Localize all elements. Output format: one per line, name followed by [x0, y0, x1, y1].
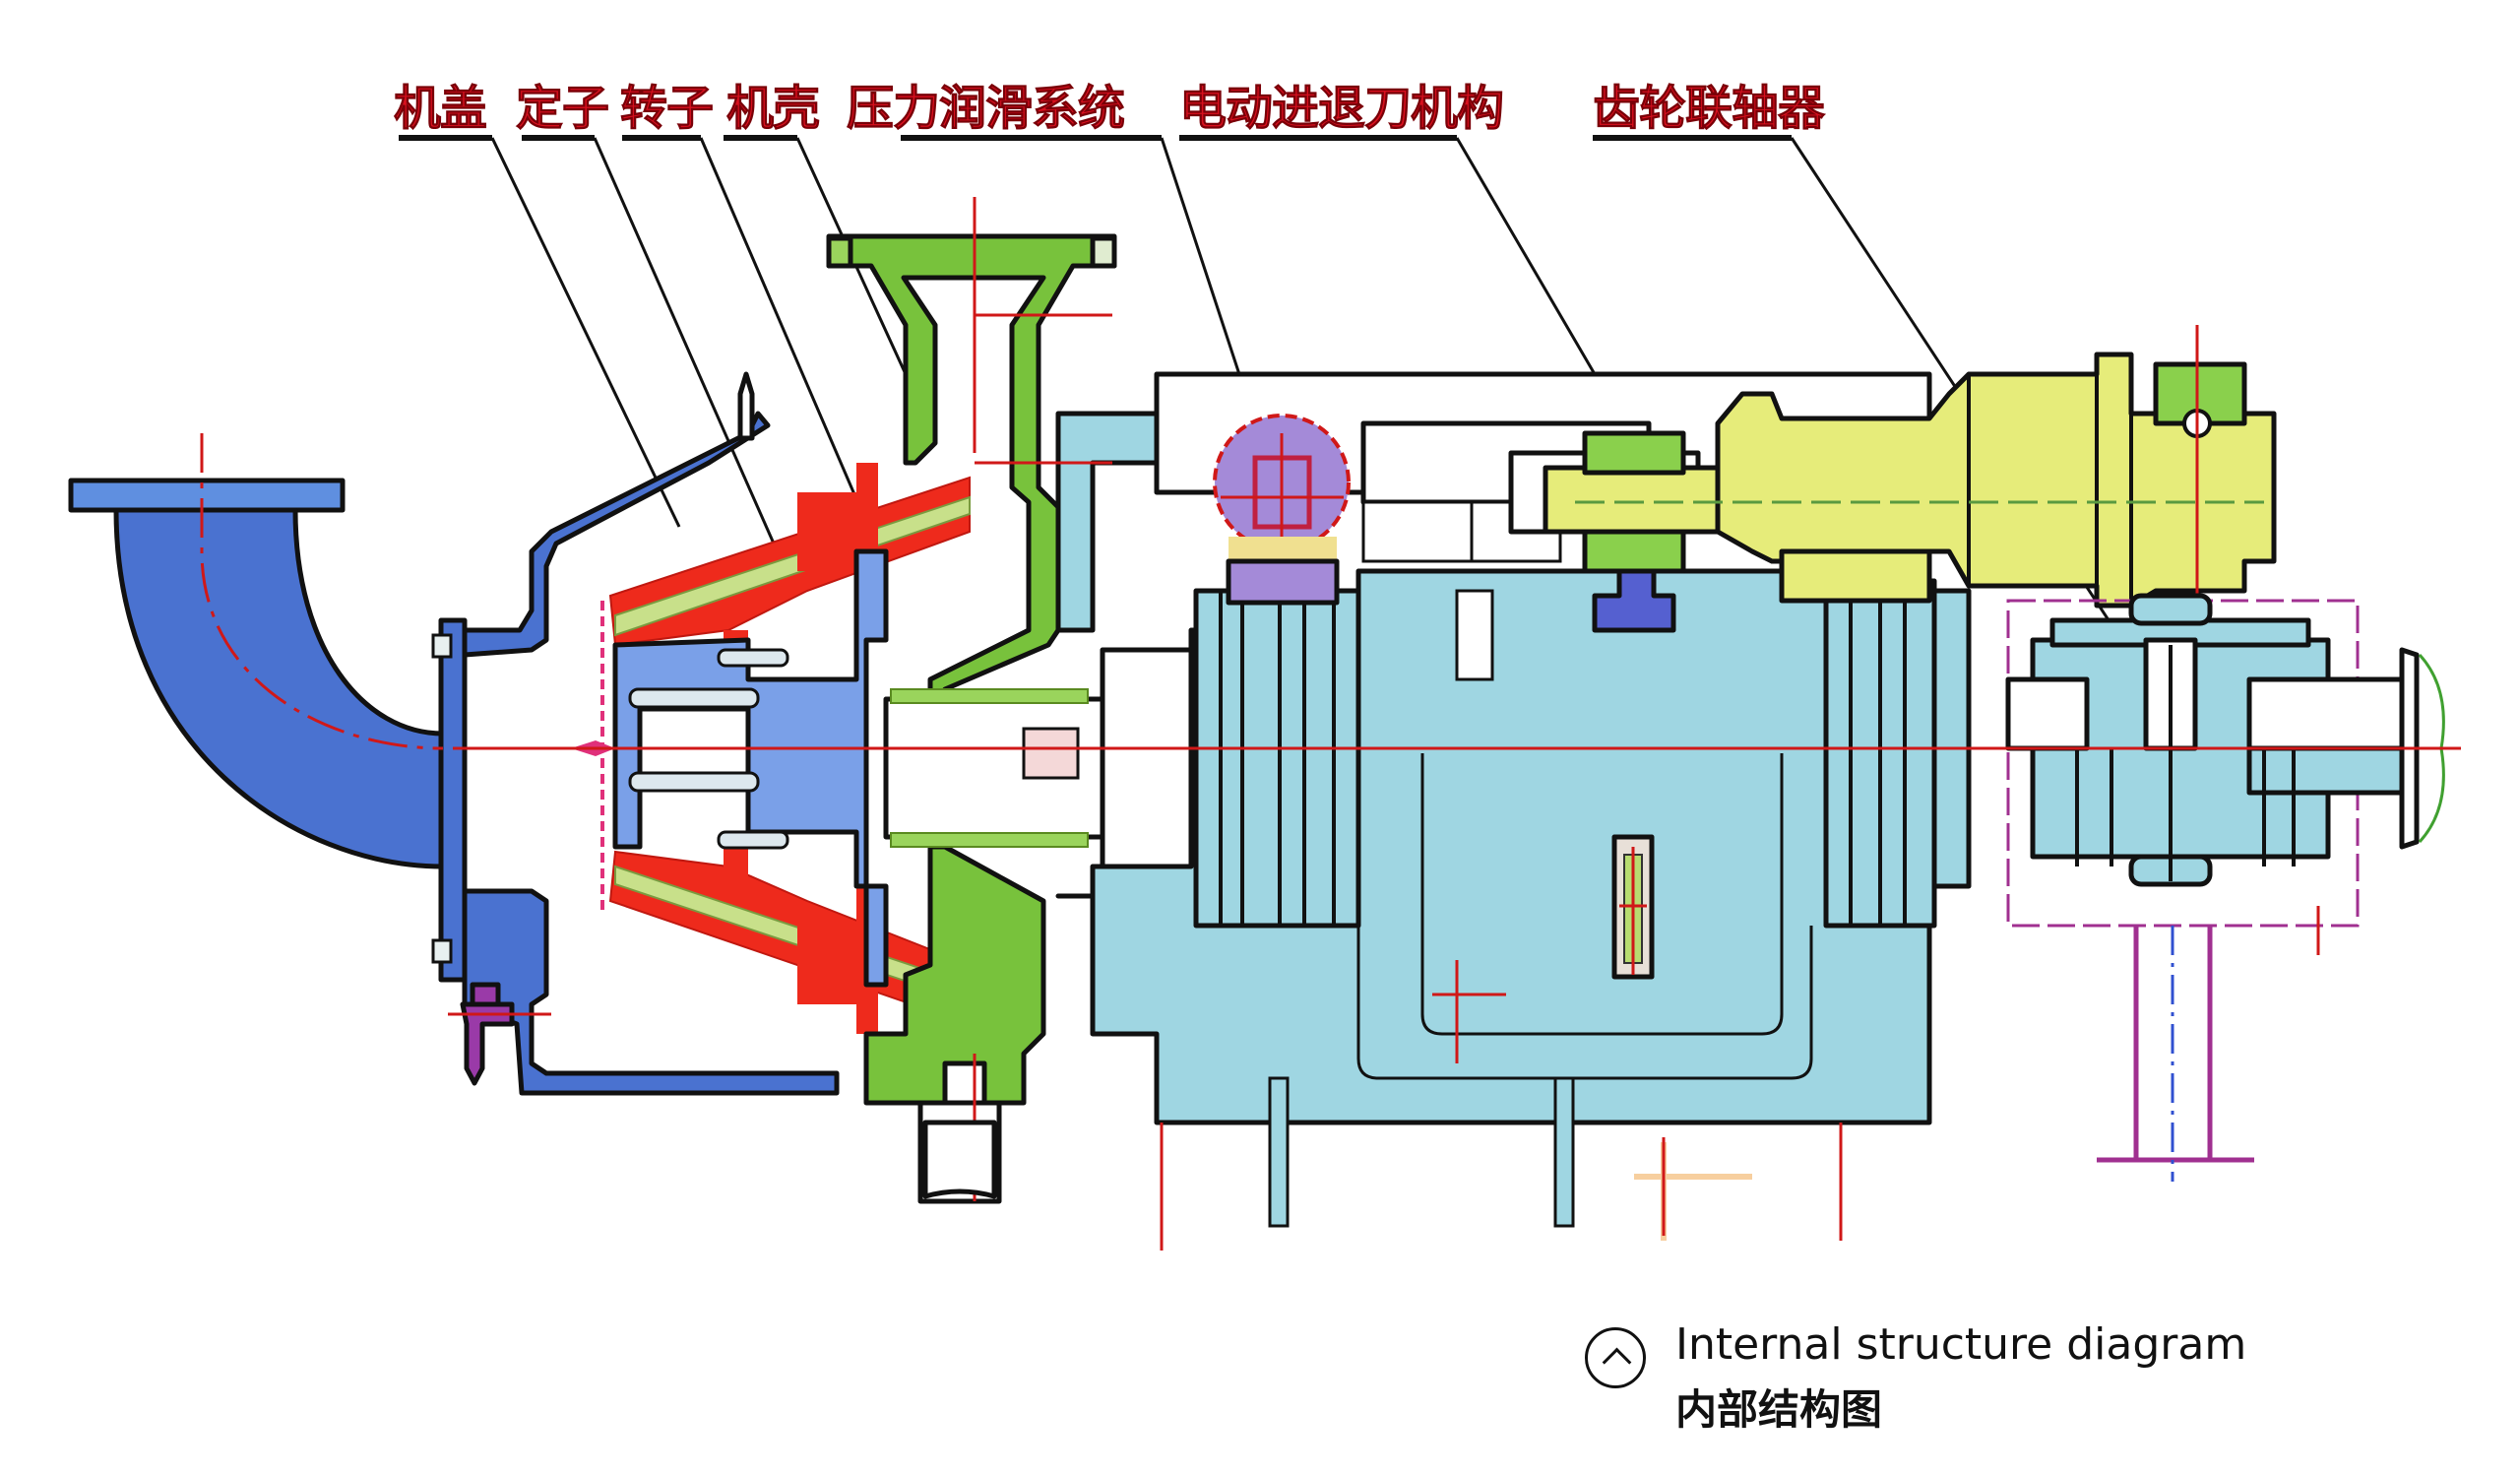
bearing-frame — [1055, 411, 1972, 1251]
leader-cover — [399, 135, 681, 528]
caption-title-zh: 内部结构图 — [1675, 1385, 1883, 1434]
caption-title-en: Internal structure diagram — [1675, 1319, 2247, 1370]
gear-coupling — [2005, 593, 2445, 1182]
label-stator: 定子 — [516, 81, 608, 136]
label-cover: 机盖 — [394, 81, 486, 136]
cover — [448, 371, 840, 1096]
shaft-centerline — [453, 313, 2461, 750]
chevron-up-icon[interactable] — [1585, 1327, 1646, 1388]
leader-rotor — [622, 135, 868, 523]
label-housing: 机壳 — [726, 81, 819, 136]
seal-assembly — [883, 647, 1194, 889]
inlet-elbow-pipe — [68, 433, 468, 983]
outlet-pipe — [922, 1120, 997, 1199]
label-pressure-lubrication: 压力润滑系统 — [847, 81, 1124, 136]
lubrication-pump — [1213, 414, 1351, 606]
label-electric-feed-mechanism: 电动进退刀机构 — [1179, 81, 1503, 136]
label-rotor: 转子 — [620, 81, 713, 136]
leader-stator — [522, 135, 794, 587]
label-gear-coupling: 齿轮联轴器 — [1593, 81, 1826, 136]
component-labels: 机盖 定子 转子 机壳 压力润滑系统 电动进退刀机构 齿轮联轴器 — [394, 81, 1828, 137]
feed-mechanism — [1508, 325, 2277, 633]
rotor-hub — [571, 548, 889, 988]
